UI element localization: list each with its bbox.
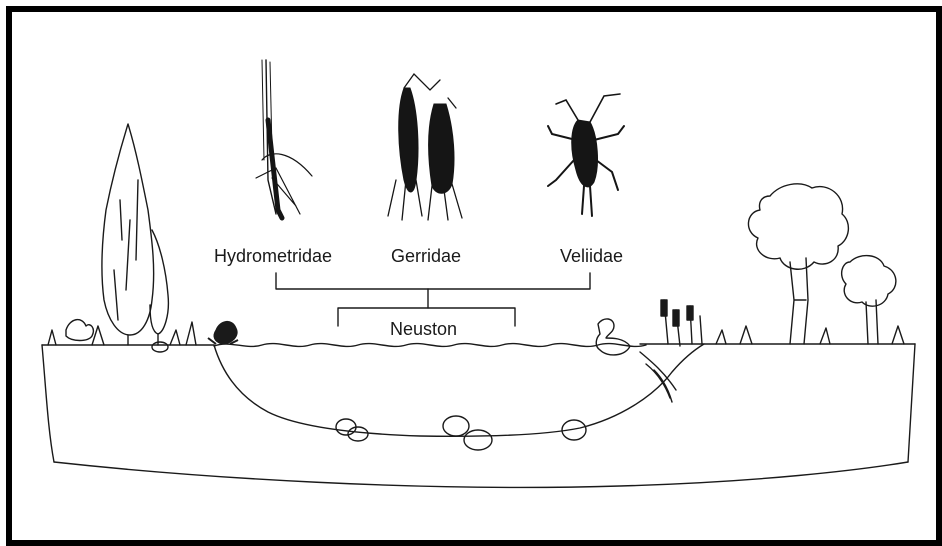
duck-icon	[596, 319, 630, 355]
label-veliidae: Veliidae	[560, 246, 623, 267]
pebble	[336, 419, 356, 435]
ground-bottom	[54, 462, 908, 487]
veliidae-insect-icon	[548, 94, 624, 216]
small-bush-icon	[66, 320, 93, 341]
deciduous-tree-icon	[748, 184, 895, 344]
pebble	[443, 416, 469, 436]
conifer-tree-icon	[102, 124, 169, 345]
frog-icon	[208, 321, 238, 344]
label-hydrometridae: Hydrometridae	[214, 246, 332, 267]
hydrometridae-insect-icon	[256, 60, 312, 218]
pebble	[464, 430, 492, 450]
family-bracket	[276, 273, 590, 289]
grass-icon	[48, 322, 904, 345]
label-neuston: Neuston	[390, 319, 457, 340]
pebble	[152, 342, 168, 352]
water-surface	[214, 344, 646, 347]
gerridae-insect-icon	[388, 74, 462, 220]
ground-left-edge	[42, 345, 54, 462]
label-gerridae: Gerridae	[391, 246, 461, 267]
pond-bowl	[214, 344, 704, 436]
ground-right-edge	[908, 344, 915, 462]
